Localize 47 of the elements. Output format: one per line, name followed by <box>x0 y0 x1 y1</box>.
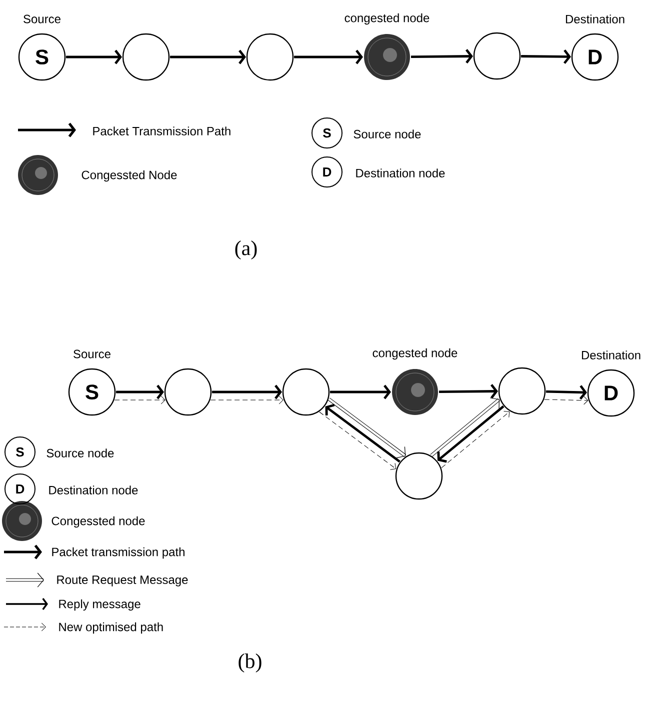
node-caption: congested node <box>344 13 430 25</box>
arrow <box>170 50 246 64</box>
node-caption: Source <box>74 350 110 358</box>
legend-text: Packet Transmission Path <box>93 126 230 136</box>
legend-text: Route Request Message <box>57 576 188 586</box>
arrow <box>430 398 500 457</box>
arrow <box>116 384 164 400</box>
node-circle <box>498 367 546 415</box>
legend-text: Congessted Node <box>82 170 177 182</box>
arrow <box>66 50 122 64</box>
legend-text: Destination node <box>49 486 138 494</box>
node-caption: Destination <box>582 350 640 360</box>
arrow <box>437 405 504 463</box>
arrow <box>411 49 473 64</box>
arrow <box>439 384 498 398</box>
legend-text: New optimised path <box>59 622 163 634</box>
arrow <box>544 396 588 405</box>
panel-caption: (a) <box>235 240 257 260</box>
congested-node <box>392 369 438 415</box>
arrow <box>294 50 363 64</box>
node-caption: Source <box>24 14 60 24</box>
arrow <box>114 396 166 404</box>
node-circle <box>246 33 294 81</box>
node-caption: Destination <box>566 14 624 24</box>
node-caption: congested node <box>372 348 458 360</box>
legend-text: Reply message <box>59 599 140 611</box>
arrow <box>521 49 571 64</box>
arrow <box>325 404 400 463</box>
panel-caption: (b) <box>238 654 262 673</box>
legend-text: Source node <box>354 130 421 138</box>
legend-text: Destination node <box>356 168 445 178</box>
node-circle <box>395 452 443 500</box>
arrow <box>330 384 391 400</box>
node-circle <box>122 33 170 81</box>
legend-text: Congessted node <box>52 516 145 528</box>
arrow <box>212 384 282 400</box>
congested-node <box>364 34 410 80</box>
node-circle <box>282 368 330 416</box>
legend-text: Source node <box>46 448 114 458</box>
node-circle <box>473 32 521 80</box>
arrow <box>319 412 396 470</box>
arrow <box>328 398 406 458</box>
legend-text: Packet transmission path <box>52 547 184 559</box>
arrow <box>546 385 588 400</box>
arrow <box>210 396 284 404</box>
node-circle <box>164 368 212 416</box>
arrow <box>441 410 510 468</box>
